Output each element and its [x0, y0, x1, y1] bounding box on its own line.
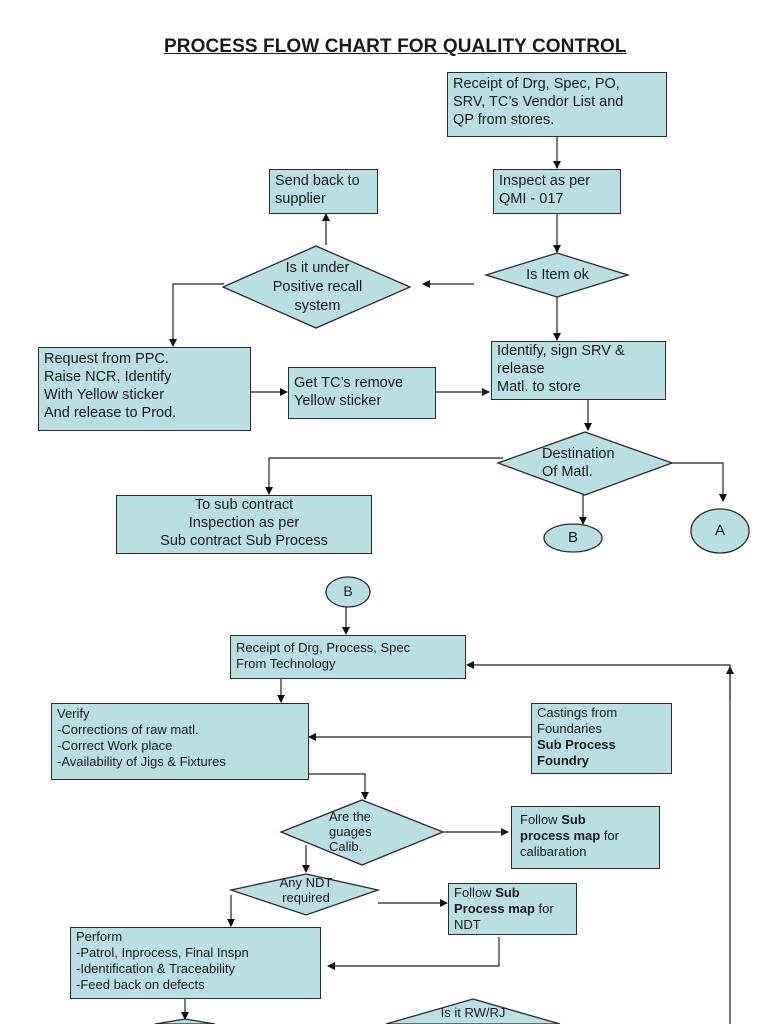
node-text: Is it under	[285, 260, 350, 276]
decision-rw-rj-text: Is it RW/RJ	[428, 1005, 518, 1020]
decision-positive-recall	[221, 245, 412, 329]
decision-ndt-required	[228, 873, 381, 916]
decision-ndt-required-text: Any NDT required	[266, 875, 346, 905]
node-perform: Perform -Patrol, Inprocess, Final Inspn …	[70, 927, 321, 999]
node-text: QP from stores.	[453, 112, 555, 128]
node-text: Perform	[76, 929, 123, 944]
node-text: guages	[329, 824, 372, 839]
node-text: -Patrol, Inprocess, Final Inspn	[76, 945, 249, 960]
node-text: Follow	[520, 812, 562, 827]
node-text: calibaration	[520, 844, 587, 859]
node-text-bold: Foundry	[537, 753, 589, 768]
node-text: Raise NCR, Identify	[44, 369, 172, 385]
node-text: -Feed back on defects	[76, 977, 205, 992]
node-send-back: Send back to supplier	[269, 169, 378, 214]
decision-bottom-left	[154, 1018, 216, 1024]
node-text: Is Item ok	[526, 267, 589, 283]
node-ndt-map: Follow Sub Process map for NDT	[448, 883, 577, 935]
node-text: -Correct Work place	[57, 738, 173, 753]
node-text: Destination	[542, 446, 615, 462]
node-text: Verify	[57, 706, 90, 721]
node-text: Receipt of Drg, Spec, PO,	[453, 76, 620, 92]
node-text: Foundaries	[537, 721, 603, 736]
decision-rw-rj	[385, 998, 561, 1024]
node-text: Any NDT	[279, 875, 333, 890]
connector-a	[690, 508, 750, 554]
node-text: Positive recall	[272, 279, 363, 295]
arrow-destination-to-subcontract	[265, 457, 503, 495]
connector-b-top	[543, 523, 603, 553]
node-text: With Yellow sticker	[44, 387, 165, 403]
node-text: supplier	[275, 191, 326, 207]
node-text: Sub contract Sub Process	[160, 533, 328, 549]
node-text-bold: process map	[520, 828, 601, 843]
page-title: PROCESS FLOW CHART FOR QUALITY CONTROL	[164, 36, 627, 57]
node-text: To sub contract	[194, 497, 294, 513]
node-calib-map: Follow Sub process map for calibaration	[511, 806, 660, 869]
decision-positive-recall-text: Is it under Positive recall system	[250, 259, 385, 316]
node-text: From Technology	[236, 656, 336, 671]
node-text: required	[282, 890, 330, 905]
decision-destination	[496, 431, 674, 496]
node-text: Get TC’s remove	[294, 375, 404, 391]
decision-destination-text: Destination Of Matl.	[542, 445, 632, 481]
node-identify-sign: Identify, sign SRV & release Matl. to st…	[491, 341, 666, 400]
arrow-destination-to-a	[670, 462, 727, 502]
arrow-ndtmap-to-perform	[327, 937, 500, 970]
node-text: Receipt of Drg, Process, Spec	[236, 640, 411, 655]
decision-gauges-calib-text: Are the guages Calib.	[329, 809, 399, 854]
node-text: Send back to	[275, 173, 360, 189]
node-text-bold: Sub	[495, 885, 520, 900]
node-text: SRV, TC’s Vendor List and	[453, 94, 624, 110]
node-inspect-qmi: Inspect as per QMI - 017	[493, 169, 621, 214]
arrow-loop-to-receipt-process	[466, 661, 731, 1024]
arrow-verify-to-gauges	[309, 773, 369, 800]
node-text-bold: Process map	[454, 901, 535, 916]
node-text: -Availability of Jigs & Fixtures	[57, 754, 226, 769]
node-text: Follow	[454, 885, 496, 900]
node-request-ppc: Request from PPC. Raise NCR, Identify Wi…	[38, 347, 251, 431]
node-text-bold: Sub	[561, 812, 586, 827]
connector-b-bottom-label: B	[343, 583, 353, 599]
node-text: Yellow sticker	[294, 393, 382, 409]
node-text: for	[600, 828, 619, 843]
node-text: release	[497, 361, 545, 377]
node-sub-contract: To sub contract Inspection as per Sub co…	[116, 495, 372, 554]
node-text: QMI - 017	[499, 191, 564, 207]
node-receipt-drg: Receipt of Drg, Spec, PO, SRV, TC’s Vend…	[447, 72, 667, 137]
node-text: NDT	[454, 917, 481, 932]
connector-a-label: A	[714, 522, 725, 539]
node-castings: Castings from Foundaries Sub Process Fou…	[531, 703, 672, 774]
node-text: Inspect as per	[499, 173, 591, 189]
node-text: Castings from	[537, 705, 618, 720]
node-text: Calib.	[329, 839, 363, 854]
node-text: -Identification & Traceability	[76, 961, 235, 976]
node-text: Request from PPC.	[44, 351, 169, 367]
node-verify: Verify -Corrections of raw matl. -Correc…	[51, 703, 309, 780]
node-text: Is it RW/RJ	[440, 1005, 506, 1020]
decision-is-item-ok-text: Is Item ok	[500, 266, 615, 284]
node-text: Inspection as per	[188, 515, 300, 531]
node-text: Of Matl.	[542, 464, 593, 480]
node-text: -Corrections of raw matl.	[57, 722, 199, 737]
node-text: Are the	[329, 809, 371, 824]
node-text: Matl. to store	[497, 379, 581, 395]
node-get-tc: Get TC’s remove Yellow sticker	[288, 367, 436, 419]
node-text: And release to Prod.	[44, 405, 177, 421]
node-text-bold: Sub Process	[537, 737, 616, 752]
node-text: for	[534, 901, 554, 916]
node-text: system	[294, 298, 341, 314]
arrow-recall-to-request	[169, 283, 224, 347]
connector-b-bottom	[325, 576, 371, 608]
node-text: Identify, sign SRV &	[497, 343, 625, 359]
node-receipt-process: Receipt of Drg, Process, Spec From Techn…	[230, 635, 466, 679]
decision-is-item-ok	[483, 252, 631, 298]
decision-gauges-calib	[279, 799, 445, 866]
connector-b-top-label: B	[567, 529, 578, 546]
